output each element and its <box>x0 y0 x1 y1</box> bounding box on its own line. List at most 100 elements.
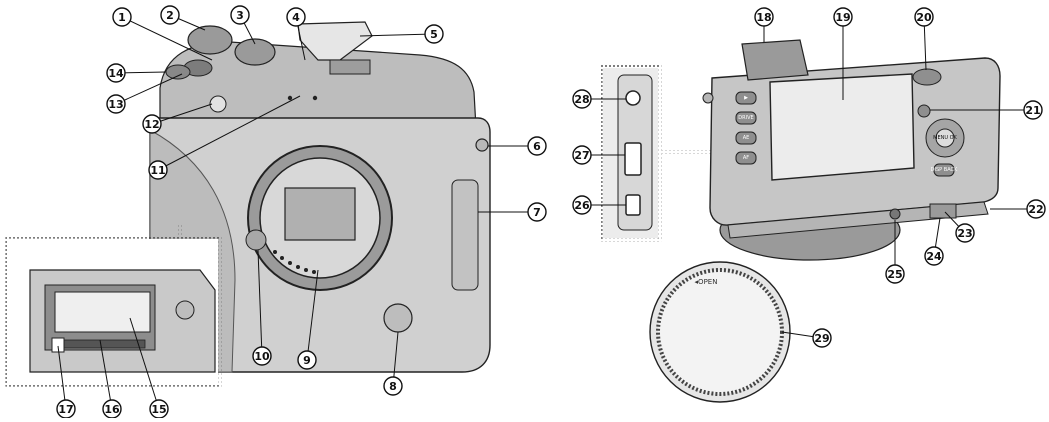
callout-8: 8 <box>383 376 403 396</box>
callout-12: 12 <box>142 114 162 134</box>
inset-frame <box>5 235 222 387</box>
callout-14: 14 <box>106 63 126 83</box>
callout-number-18: 18 <box>756 11 771 24</box>
leader-line-16 <box>99 339 113 410</box>
callout-11: 11 <box>148 160 168 180</box>
callout-13: 13 <box>106 94 126 114</box>
callout-number-4: 4 <box>292 11 300 24</box>
callout-circle-22 <box>1026 199 1046 219</box>
body-cap: ◂OPEN <box>649 261 791 403</box>
callout-number-21: 21 <box>1025 104 1040 117</box>
tripod-mount <box>889 208 901 220</box>
callout-circle-8 <box>383 376 403 396</box>
callout-number-1: 1 <box>118 11 126 24</box>
callout-number-27: 27 <box>574 149 589 162</box>
callout-number-17: 17 <box>58 403 73 416</box>
callout-15: 15 <box>149 399 169 419</box>
leader-line-13 <box>115 73 183 105</box>
body-cap-open-label: ◂OPEN <box>695 278 718 286</box>
callout-25: 25 <box>885 264 905 284</box>
lcd-monitor <box>769 73 915 181</box>
callout-circle-28 <box>572 89 592 109</box>
callout-number-23: 23 <box>957 227 972 240</box>
battery-compartment-inset <box>5 235 222 387</box>
callout-number-9: 9 <box>303 354 311 367</box>
callout-number-3: 3 <box>236 9 244 22</box>
callout-circle-3 <box>230 5 250 25</box>
hot-shoe <box>329 59 371 75</box>
body-cap-ring <box>656 268 784 396</box>
callout-number-29: 29 <box>814 332 829 345</box>
callout-3: 3 <box>230 5 250 25</box>
leader-line-1 <box>121 16 213 61</box>
leader-line-10 <box>257 249 263 357</box>
menu-ok-label: MENU OK <box>933 135 957 141</box>
playback-button <box>735 91 757 105</box>
callout-circle-20 <box>914 7 934 27</box>
callout-number-16: 16 <box>104 403 120 416</box>
callout-number-24: 24 <box>926 250 942 263</box>
microphone-right <box>312 95 318 101</box>
callout-19: 19 <box>833 7 853 27</box>
leader-line-15 <box>129 317 160 410</box>
inset-tripod-bump <box>175 300 195 320</box>
callout-circle-9 <box>297 350 317 370</box>
callout-circle-24 <box>924 246 944 266</box>
callout-20: 20 <box>914 7 934 27</box>
leader-line-17 <box>57 345 67 410</box>
callout-number-11: 11 <box>150 164 165 177</box>
drive-button <box>735 111 757 125</box>
callout-18: 18 <box>754 7 774 27</box>
callout-number-12: 12 <box>144 118 159 131</box>
callout-circle-29 <box>812 328 832 348</box>
callout-27: 27 <box>572 145 592 165</box>
callout-number-10: 10 <box>254 350 270 363</box>
leader-line-5 <box>359 33 435 37</box>
callout-23: 23 <box>955 223 975 243</box>
callout-21: 21 <box>1023 100 1043 120</box>
exposure-dial <box>234 38 276 66</box>
memory-card-slot <box>59 339 146 349</box>
callout-circle-4 <box>286 7 306 27</box>
rear-camera: MENU OK DISP BACK ▶ DRIVE AE AF <box>702 39 1001 261</box>
callout-number-20: 20 <box>916 11 932 24</box>
usb-port <box>625 194 641 216</box>
callout-circle-25 <box>885 264 905 284</box>
callout-22: 22 <box>1026 199 1046 219</box>
rear-command-dial <box>912 68 942 86</box>
callout-number-5: 5 <box>430 28 438 41</box>
ae-af-lock-button <box>917 104 931 118</box>
af-assist-lamp <box>209 95 227 113</box>
drive-label: DRIVE <box>738 115 753 121</box>
callout-circle-7 <box>527 202 547 222</box>
callout-circle-6 <box>527 136 547 156</box>
callout-circle-2 <box>160 5 180 25</box>
leader-line-9 <box>306 269 319 361</box>
callout-number-22: 22 <box>1028 203 1043 216</box>
callout-number-2: 2 <box>166 9 174 22</box>
callout-number-8: 8 <box>389 380 397 393</box>
callout-circle-18 <box>754 7 774 27</box>
callout-6: 6 <box>527 136 547 156</box>
image-sensor <box>284 187 356 241</box>
callout-number-26: 26 <box>574 199 590 212</box>
callout-number-14: 14 <box>108 67 124 80</box>
callout-number-25: 25 <box>887 268 902 281</box>
callout-5: 5 <box>424 24 444 44</box>
leader-line-12 <box>151 103 213 125</box>
strap-eyelet <box>475 138 489 152</box>
remote-release-port <box>625 90 641 106</box>
callout-26: 26 <box>572 195 592 215</box>
battery-latch <box>51 337 65 353</box>
callout-number-19: 19 <box>835 11 850 24</box>
callout-4: 4 <box>286 7 306 27</box>
callout-circle-14 <box>106 63 126 83</box>
battery-cover-latch <box>929 203 957 219</box>
callout-circle-10 <box>252 346 272 366</box>
playback-label: ▶ <box>744 95 748 101</box>
callout-circle-21 <box>1023 100 1043 120</box>
callout-9: 9 <box>297 350 317 370</box>
callout-circle-19 <box>833 7 853 27</box>
callout-28: 28 <box>572 89 592 109</box>
